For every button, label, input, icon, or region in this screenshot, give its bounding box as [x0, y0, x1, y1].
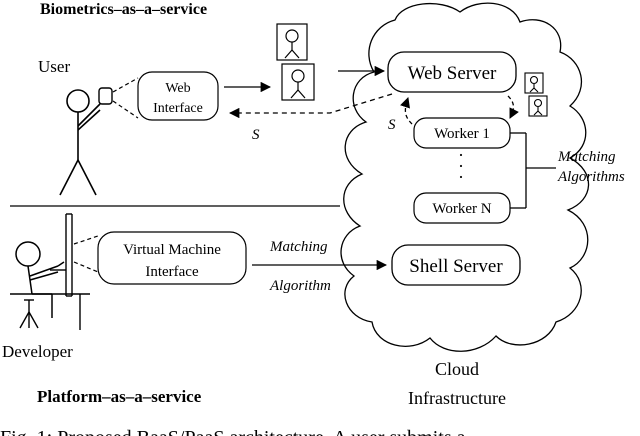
worker-n-label: Worker N: [432, 201, 491, 217]
matching-algorithms-bracket: [510, 132, 556, 209]
user-label: User: [38, 57, 70, 76]
result-s-label: S: [252, 127, 260, 143]
matching-label: Matching: [269, 239, 328, 255]
vm-interface-label-line1: Virtual Machine: [123, 242, 221, 258]
paas-section-title: Platform–as–a–service: [37, 387, 202, 406]
internal-s-label: S: [388, 117, 396, 133]
web-interface-label-line1: Web: [165, 81, 190, 96]
screen-view-line-bottom: [73, 261, 99, 273]
baas-section-title: Biometrics–as–a–service: [40, 1, 207, 18]
matching-algorithms-label-line1: Matching: [557, 149, 616, 165]
web-server-label: Web Server: [408, 63, 497, 84]
algorithm-label: Algorithm: [269, 278, 331, 294]
developer-figure: [15, 241, 65, 318]
worker-1-label: Worker 1: [434, 126, 490, 142]
camera-view-line-top: [112, 77, 139, 93]
workers-ellipsis-dot: ·: [458, 167, 464, 187]
face-image-icon: [281, 63, 315, 101]
cloud-label-line2: Infrastructure: [408, 388, 506, 408]
arrow-webserver-to-worker: [507, 95, 519, 119]
computer-desk-icon: [10, 213, 90, 330]
face-image-icon: [276, 23, 308, 61]
screen-view-line-top: [73, 235, 99, 245]
user-stick-figure: [59, 89, 101, 196]
web-interface-label-line2: Interface: [153, 101, 203, 116]
vm-interface-box: [97, 231, 247, 285]
camera-view-line-bottom: [112, 100, 139, 119]
vm-interface-label-line2: Interface: [145, 264, 199, 280]
shell-server-box: [391, 244, 521, 286]
face-image-icon: [528, 95, 548, 117]
workers-ellipsis-dot: ·: [458, 156, 464, 176]
web-server-box: [387, 51, 517, 93]
arrow-result-to-user: [228, 93, 393, 119]
workers-ellipsis-dot: ·: [458, 145, 464, 165]
camera-icon: [98, 87, 113, 105]
web-interface-box: [137, 71, 219, 121]
arrow-worker-result-to-webserver: [400, 97, 413, 125]
figure-caption: Fig. 1: Proposed BaaS/PaaS architecture.…: [0, 427, 466, 436]
cloud-label-line1: Cloud: [435, 359, 479, 379]
face-image-icon: [524, 72, 544, 94]
matching-algorithms-label-line2: Algorithms: [557, 169, 625, 185]
shell-server-label: Shell Server: [409, 256, 503, 277]
developer-label: Developer: [2, 342, 73, 361]
